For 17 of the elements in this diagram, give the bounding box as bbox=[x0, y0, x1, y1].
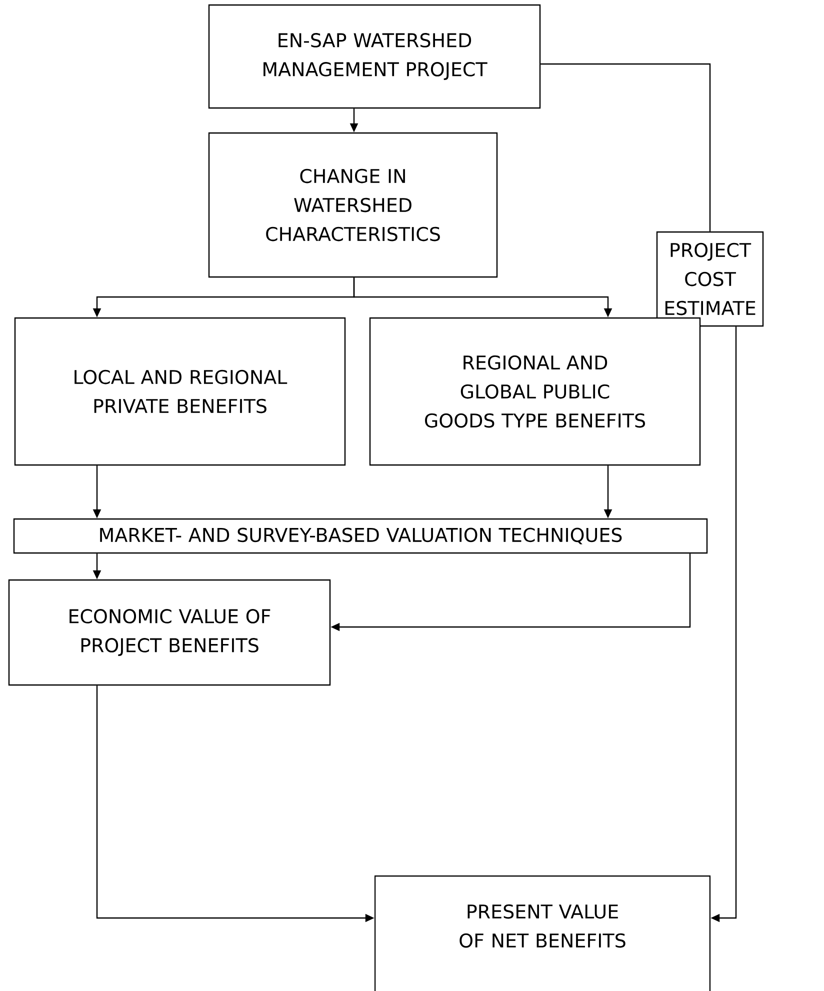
box-text: PRESENT VALUE OF NET BENEFITS bbox=[460, 904, 626, 948]
process-box bbox=[8, 579, 331, 686]
box-text: ECONOMIC VALUE OF PROJECT BENEFITS bbox=[70, 609, 270, 656]
box-text: PROJECT COST ESTIMATE bbox=[665, 242, 756, 316]
box-text: MARKET- AND SURVEY-BASED VALUATION TECHNIQUES bbox=[100, 528, 622, 544]
process-box bbox=[208, 132, 498, 278]
connector-line bbox=[540, 63, 711, 232]
process-box bbox=[13, 518, 708, 554]
process-box bbox=[369, 317, 701, 466]
process-box bbox=[374, 875, 711, 991]
process-box bbox=[208, 4, 541, 109]
process-box bbox=[656, 231, 764, 327]
process-box bbox=[14, 317, 346, 466]
box-text: CHANGE IN WATERSHED CHARACTERISTICS bbox=[266, 168, 440, 242]
box-text: EN-SAP WATERSHED MANAGEMENT PROJECT bbox=[264, 33, 488, 80]
box-text: REGIONAL AND GLOBAL PUBLIC GOODS TYPE BENEFITS bbox=[425, 355, 645, 428]
box-text: LOCAL AND REGIONAL PRIVATE BENEFITS bbox=[74, 370, 288, 414]
